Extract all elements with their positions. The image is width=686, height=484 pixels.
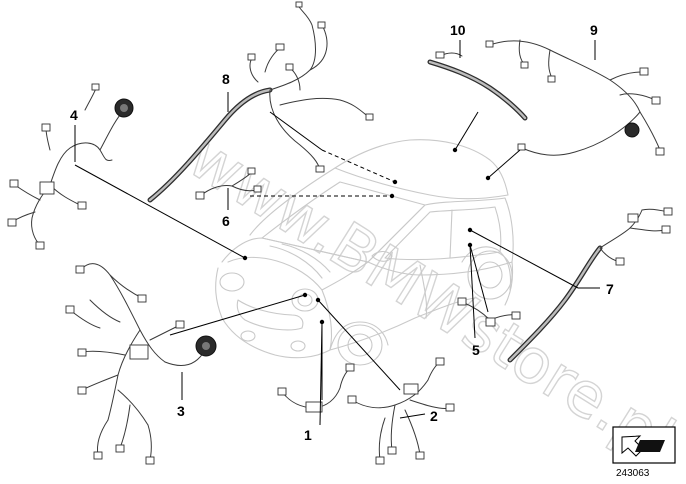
callout-1: 1: [304, 427, 312, 443]
callout-7: 7: [606, 281, 614, 297]
reference-number: 243063: [616, 468, 650, 479]
leader-lines: [74, 40, 600, 426]
leader-4: [74, 164, 246, 259]
callout-5: 5: [472, 342, 480, 358]
leader-2: [399, 413, 426, 419]
harness-part-5: [457, 297, 521, 327]
callout-labels: 1 2 3 4 5 6 7 8 9 10: [70, 22, 614, 443]
callout-3: 3: [177, 403, 185, 419]
callout-8: 8: [222, 71, 230, 87]
harness-part-8: [147, 1, 374, 203]
harness-part-3: [65, 263, 217, 465]
leader-3: [169, 294, 306, 336]
callout-2: 2: [430, 408, 438, 424]
harness-part-1: [277, 363, 355, 413]
harness-part-7: [507, 207, 673, 363]
reference-box: 243063: [612, 426, 676, 479]
leader-5: [469, 244, 489, 313]
harness-part-4: [7, 83, 134, 250]
callout-4: 4: [70, 107, 78, 123]
component-symbol-icon: [635, 440, 665, 452]
harness-part-6: [195, 167, 262, 200]
harness-part-9: [485, 39, 665, 156]
callout-10: 10: [450, 22, 466, 38]
callout-6: 6: [222, 213, 230, 229]
callout-9: 9: [590, 22, 598, 38]
harness-part-2: [347, 357, 455, 465]
harness-part-10: [427, 51, 528, 121]
